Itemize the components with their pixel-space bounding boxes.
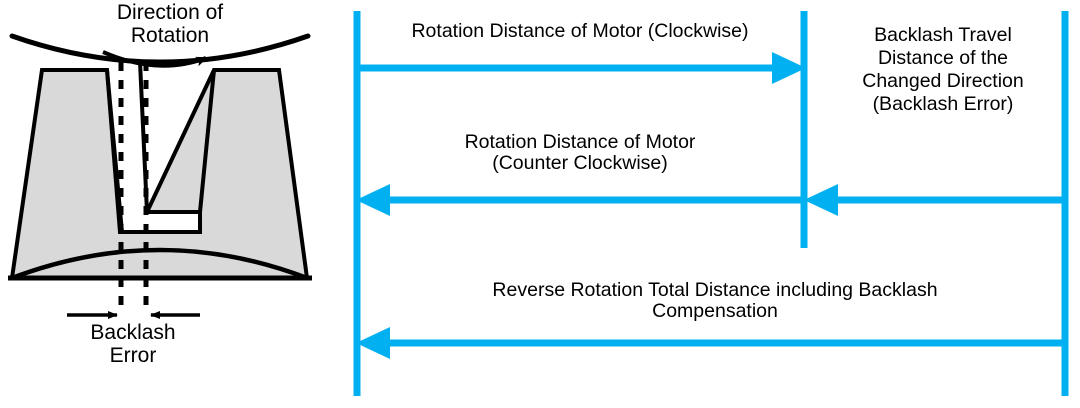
- gear-illustration: [8, 33, 312, 319]
- gear-outline: [9, 68, 310, 280]
- pitch-arc: [9, 33, 311, 65]
- rotation-direction-arrow: [102, 50, 208, 68]
- backlash-travel-distance-label: Backlash Travel Distance of the Changed …: [862, 24, 1024, 115]
- timeline-diagram: [353, 11, 1069, 396]
- arrow-row-backlash-travel: [804, 184, 1065, 216]
- arrow-head-counter-clockwise: [356, 184, 390, 216]
- backlash-error-label: Backlash Error: [90, 321, 176, 367]
- rotation-distance-counter-clockwise-label: Rotation Distance of Motor (Counter Cloc…: [464, 131, 696, 175]
- arrow-head-backlash-travel: [804, 184, 838, 216]
- gear-root-arc: [11, 247, 308, 281]
- arrow-row-reverse-total: [356, 327, 1065, 359]
- reverse-rotation-total-distance-label: Reverse Rotation Total Distance includin…: [492, 279, 938, 323]
- arrow-head-clockwise: [772, 52, 806, 84]
- gear-left-tooth-flank: [105, 69, 124, 233]
- direction-of-rotation-label: Direction of Rotation: [116, 1, 224, 47]
- arrow-head-reverse-total: [356, 327, 390, 359]
- gear-right-tooth-flank: [198, 69, 216, 213]
- arrow-row-counter-clockwise: [356, 184, 804, 216]
- rotation-distance-clockwise-label: Rotation Distance of Motor (Clockwise): [411, 20, 749, 42]
- arrow-row-clockwise: [357, 52, 806, 84]
